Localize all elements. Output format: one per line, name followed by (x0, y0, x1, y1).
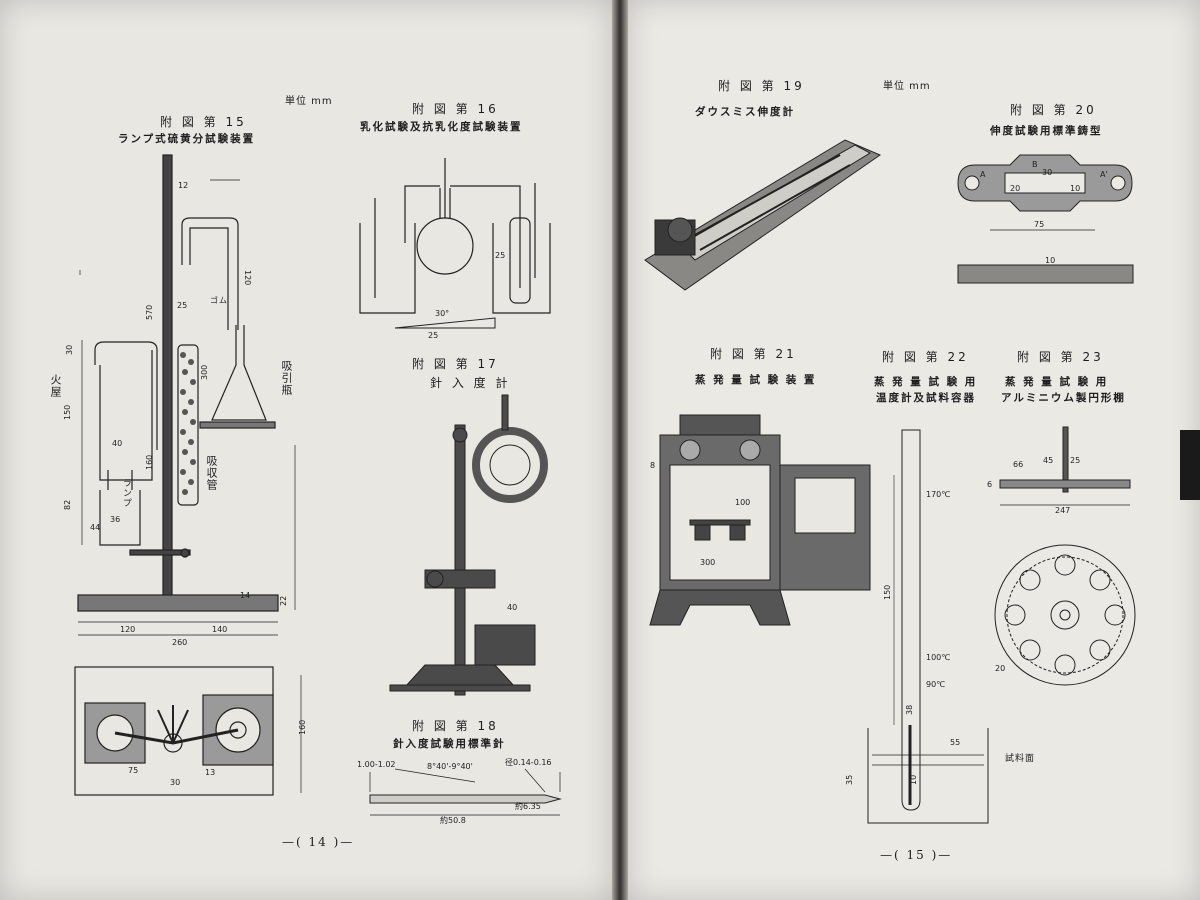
fig22-caption-1: 蒸 発 量 試 験 用 (874, 376, 978, 388)
svg-text:150: 150 (883, 585, 892, 600)
svg-text:22: 22 (279, 596, 288, 606)
svg-text:35: 35 (845, 775, 854, 785)
fig21-number: 附 図 第 21 (710, 347, 797, 361)
svg-text:100℃: 100℃ (926, 653, 950, 662)
fig23-caption-1: 蒸 発 量 試 験 用 (1005, 376, 1109, 388)
svg-text:90℃: 90℃ (926, 680, 945, 689)
book-gutter (612, 0, 628, 900)
svg-text:120: 120 (120, 625, 135, 634)
fig19-caption: ダウスミス伸度計 (695, 106, 795, 118)
svg-text:25: 25 (428, 331, 438, 340)
svg-text:66: 66 (1013, 460, 1023, 469)
fig17-caption: 針 入 度 計 (430, 376, 511, 390)
svg-text:6: 6 (987, 480, 992, 489)
fig20-number: 附 図 第 20 (1010, 103, 1097, 117)
svg-text:40: 40 (507, 603, 517, 612)
svg-text:10: 10 (1070, 184, 1080, 193)
fig23-caption-2: アルミニウム製円形棚 (1001, 392, 1126, 404)
svg-text:1.00-1.02: 1.00-1.02 (357, 760, 396, 769)
svg-text:44: 44 (90, 523, 100, 532)
svg-text:30°: 30° (435, 309, 449, 318)
svg-text:25: 25 (495, 251, 505, 260)
fig15-label-absorb-tube: 吸収管 (205, 455, 218, 491)
fig16-number: 附 図 第 16 (412, 102, 499, 116)
fig18-caption: 針入度試験用標準針 (393, 738, 506, 750)
svg-text:36: 36 (110, 515, 120, 524)
fig18-drawing: 1.00-1.02 8°40'-9°40' 径0.14-0.16 約6.35 約… (357, 757, 562, 825)
fig16-caption: 乳化試験及抗乳化度試験装置 (360, 121, 523, 133)
svg-text:140: 140 (212, 625, 227, 634)
svg-text:100: 100 (735, 498, 750, 507)
fig23-number: 附 図 第 23 (1017, 350, 1104, 364)
dark-edge-strip (1180, 430, 1200, 500)
fig20-drawing: A B 30 20 10 A' 75 10 (957, 154, 1134, 284)
fig21-caption: 蒸 発 量 試 験 装 置 (695, 374, 817, 386)
fig19-drawing (644, 139, 882, 291)
fig17-number: 附 図 第 17 (412, 357, 499, 371)
svg-text:300: 300 (700, 558, 715, 567)
svg-text:160: 160 (145, 455, 154, 470)
page-number-15: —( 15 )— (880, 848, 953, 862)
fig22-number: 附 図 第 22 (882, 350, 969, 364)
svg-text:120: 120 (243, 270, 252, 285)
fig18-number: 附 図 第 18 (412, 719, 499, 733)
svg-text:30: 30 (170, 778, 180, 787)
fig15-number: 附 図 第 15 (160, 115, 247, 129)
svg-text:38: 38 (905, 705, 914, 715)
svg-text:570: 570 (145, 305, 154, 320)
svg-text:45: 45 (1043, 456, 1053, 465)
svg-text:160: 160 (298, 720, 307, 735)
svg-text:247: 247 (1055, 506, 1070, 515)
svg-text:150: 150 (63, 405, 72, 420)
unit-label-right: 単位 mm (883, 81, 931, 92)
fig15-dim-12: 12 (178, 181, 188, 190)
svg-text:260: 260 (172, 638, 187, 647)
fig15-plan-view: 160 75 30 13 (74, 666, 307, 796)
fig15-drawing: 12 120 25 570 300 30 150 40 160 82 44 36… (63, 154, 296, 647)
svg-text:25: 25 (1070, 456, 1080, 465)
svg-text:25: 25 (177, 301, 187, 310)
svg-text:約6.35: 約6.35 (515, 801, 541, 811)
fig17-drawing: 40 (389, 394, 548, 696)
fig22-sample-surface: 試料面 (1005, 754, 1036, 764)
fig20-caption: 伸度試験用標準鋳型 (990, 125, 1103, 137)
fig15-label-flame: 火屋 (49, 374, 62, 398)
svg-text:82: 82 (63, 500, 72, 510)
svg-text:13: 13 (205, 768, 215, 777)
fig22-caption-2: 温度計及試料容器 (876, 392, 976, 404)
svg-text:10: 10 (909, 775, 918, 785)
svg-text:20: 20 (1010, 184, 1020, 193)
svg-text:10: 10 (1045, 256, 1055, 265)
svg-text:75: 75 (128, 766, 138, 775)
fig15-caption: ランプ式硫黄分試験装置 (118, 133, 256, 145)
page-number-14: —( 14 )— (282, 835, 355, 849)
fig15-label-suction-flask: 吸引瓶 (280, 360, 293, 396)
svg-text:300: 300 (200, 365, 209, 380)
svg-text:30: 30 (65, 345, 74, 355)
svg-text:A': A' (1100, 170, 1108, 179)
svg-text:B: B (1032, 160, 1038, 169)
fig15-label-lamp: ランプ (121, 478, 131, 508)
unit-label-left: 単位 mm (285, 96, 333, 107)
svg-text:55: 55 (950, 738, 960, 747)
svg-text:40: 40 (112, 439, 122, 448)
svg-text:8°40'-9°40': 8°40'-9°40' (427, 762, 473, 771)
fig19-number: 附 図 第 19 (718, 79, 805, 93)
svg-text:8: 8 (650, 461, 655, 470)
fig16-drawing: 30° 25 25 (359, 158, 551, 340)
svg-text:30: 30 (1042, 168, 1052, 177)
fig22-drawing: 170℃ 150 100℃ 90℃ 38 55 10 35 (845, 429, 989, 824)
svg-text:14: 14 (240, 591, 250, 600)
svg-text:20: 20 (995, 664, 1005, 673)
fig15-label-rubber: ゴム (210, 296, 228, 305)
fig23-drawing: 66 45 25 6 247 20 (987, 426, 1136, 686)
svg-text:A: A (980, 170, 986, 179)
svg-text:170℃: 170℃ (926, 490, 950, 499)
svg-text:75: 75 (1034, 220, 1044, 229)
svg-text:径0.14-0.16: 径0.14-0.16 (505, 757, 552, 767)
svg-text:約50.8: 約50.8 (440, 815, 466, 825)
fig21-drawing: 8 100 300 (649, 414, 871, 626)
